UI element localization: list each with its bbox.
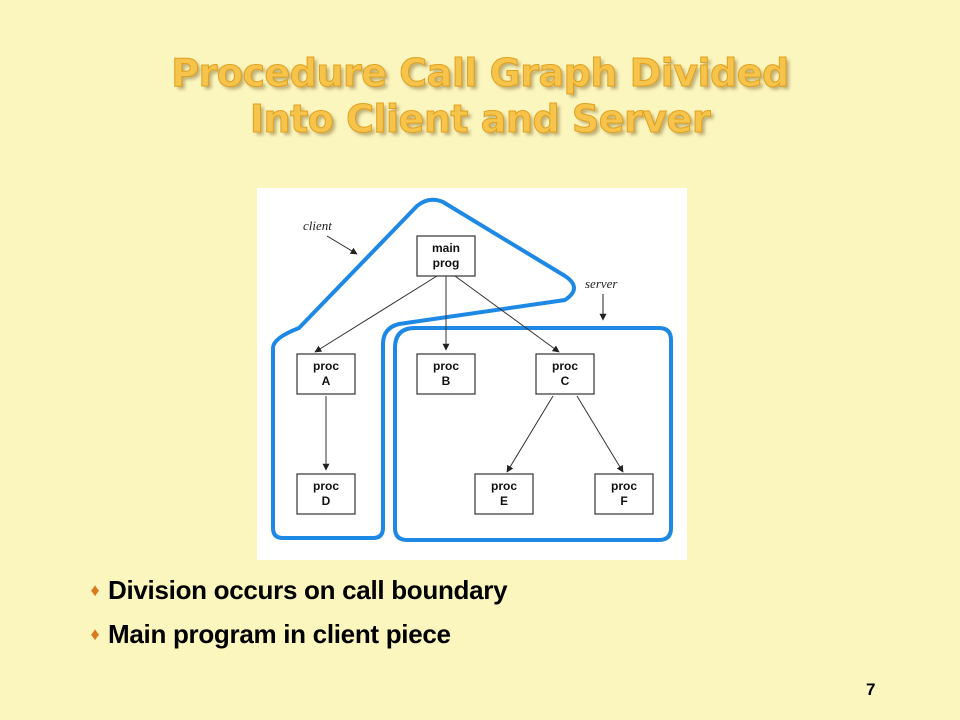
client-label: client	[303, 218, 332, 233]
diamond-icon: ♦	[90, 623, 100, 644]
node-main-line1: main	[432, 241, 460, 255]
edge-main-a	[314, 275, 438, 353]
diamond-icon: ♦	[90, 579, 100, 600]
client-label-arrow	[326, 235, 358, 255]
node-b-line2: B	[442, 374, 451, 388]
node-d-line1: proc	[313, 479, 339, 493]
bullet-text: Division occurs on call boundary	[108, 574, 508, 605]
node-main-prog: main prog	[416, 235, 476, 277]
node-a-line2: A	[322, 374, 331, 388]
bullet-item: ♦ Main program in client piece	[86, 612, 507, 656]
title-line-2: Into Client and Server	[249, 97, 711, 142]
node-proc-f: proc F	[594, 473, 654, 515]
bullet-item: ♦ Division occurs on call boundary	[86, 568, 508, 612]
bullet-list: ♦ Division occurs on call boundary ♦ Mai…	[86, 568, 508, 656]
node-proc-e: proc E	[474, 473, 534, 515]
edge-c-f	[576, 395, 624, 473]
edge-c-e	[506, 395, 554, 473]
node-e-line2: E	[500, 494, 508, 508]
title-line-1: Procedure Call Graph Divided	[171, 51, 790, 96]
node-e-line1: proc	[491, 479, 517, 493]
page-number: 7	[866, 680, 876, 699]
edge-main-c	[454, 275, 560, 353]
node-proc-c: proc C	[535, 353, 595, 395]
node-proc-b: proc B	[416, 353, 476, 395]
node-b-line1: proc	[433, 359, 459, 373]
node-a-line1: proc	[313, 359, 339, 373]
node-proc-a: proc A	[296, 353, 356, 395]
slide-title: Procedure Call Graph Divided Into Client…	[0, 50, 960, 142]
node-c-line1: proc	[552, 359, 578, 373]
node-f-line1: proc	[611, 479, 637, 493]
bullet-text: Main program in client piece	[108, 618, 451, 649]
call-graph-svg: client server main prog proc A proc B	[271, 197, 673, 542]
client-boundary	[271, 197, 576, 540]
server-boundary	[393, 326, 673, 542]
node-f-line2: F	[620, 494, 627, 508]
node-main-line2: prog	[433, 256, 460, 270]
server-label: server	[585, 276, 618, 291]
node-c-line2: C	[561, 374, 570, 388]
node-proc-d: proc D	[296, 473, 356, 515]
call-graph-diagram: client server main prog proc A proc B	[257, 188, 687, 560]
node-d-line2: D	[322, 494, 331, 508]
